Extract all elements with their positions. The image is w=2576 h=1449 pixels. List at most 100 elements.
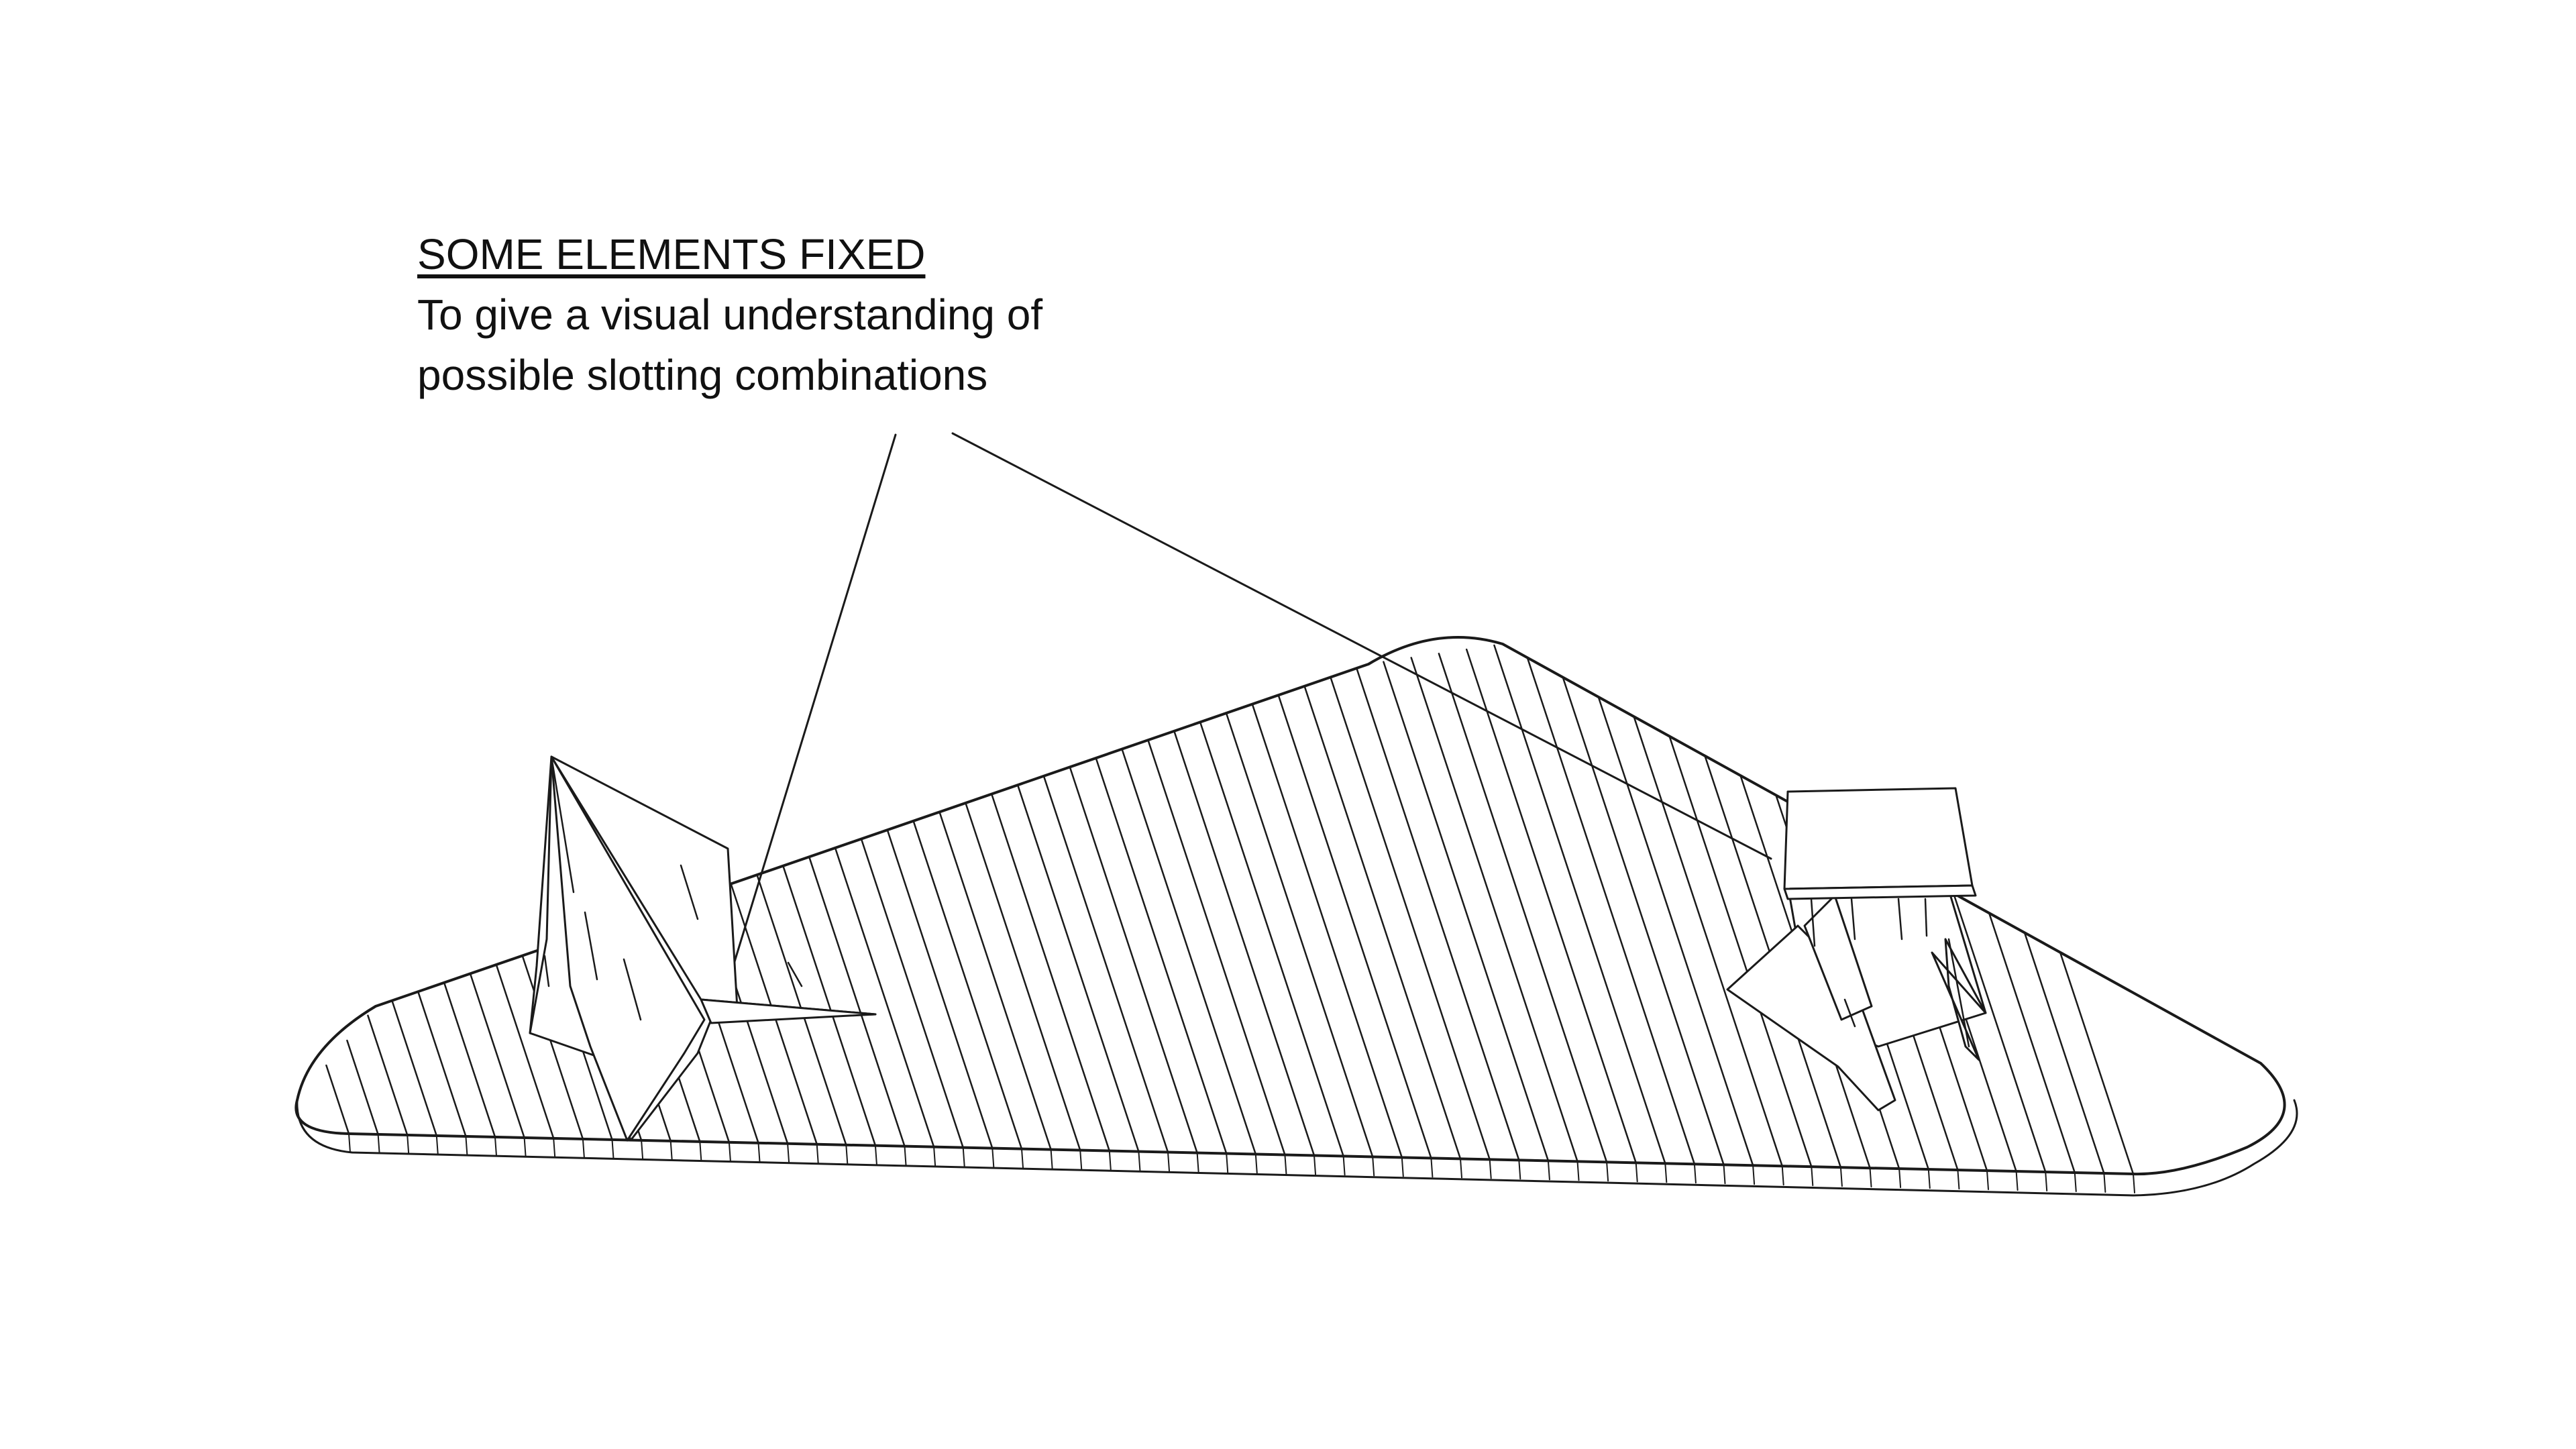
platform-slat	[886, 828, 994, 1149]
platform-slat	[521, 955, 584, 1140]
platform-edge-tick	[1986, 1170, 1989, 1191]
platform-edge-tick	[2074, 1172, 2077, 1192]
platform-edge-tick	[1518, 1159, 1521, 1180]
platform-edge-tick	[845, 1144, 849, 1165]
platform-edge-tick	[2015, 1171, 2019, 1191]
platform-edge-tick	[2103, 1173, 2106, 1193]
platform-edge-ticks	[348, 1133, 2135, 1193]
platform-slat	[325, 1064, 350, 1135]
platform-slat	[1303, 685, 1462, 1160]
platform-outline	[294, 636, 2286, 1176]
platform-slat	[495, 963, 555, 1140]
platform-edge-tick	[728, 1141, 731, 1162]
platform-edge-tick	[582, 1138, 585, 1159]
platform-edge-tick	[1313, 1155, 1316, 1175]
platform-slat	[2023, 932, 2105, 1175]
platform-slat	[367, 1014, 409, 1136]
platform-slat	[938, 811, 1052, 1150]
left-slot-4	[680, 864, 699, 920]
platform-edge-tick	[1781, 1165, 1784, 1186]
right-slot-2	[1850, 898, 1856, 941]
right-leg-mid	[1803, 894, 1873, 1021]
platform-slat	[1277, 694, 1432, 1159]
platform-edge-tick	[465, 1135, 468, 1156]
platform-edge-tick	[1635, 1162, 1638, 1183]
platform-edge-tick	[1723, 1164, 1726, 1185]
left-fin-center	[550, 755, 706, 1142]
fixed-element-right	[1726, 787, 1987, 1112]
right-slot-5	[1947, 938, 1970, 1048]
platform-slat	[1410, 657, 1578, 1163]
platform-slat	[1121, 748, 1257, 1155]
platform-edge-tick	[435, 1135, 439, 1155]
platform-slat	[1042, 775, 1169, 1153]
platform-slat	[1383, 661, 1550, 1162]
annotation-text-block: SOME ELEMENTS FIXED To give a visual und…	[417, 224, 1042, 405]
platform-edge-tick	[1108, 1150, 1112, 1171]
platform-edge-tick	[1342, 1155, 1346, 1176]
platform-edge-tick	[1254, 1153, 1258, 1174]
platform-edge-tick	[1957, 1169, 1960, 1190]
platform-slat	[1251, 703, 1403, 1159]
platform-slat	[1173, 730, 1316, 1157]
annotation-line-1: To give a visual understanding of	[417, 290, 1043, 339]
annotation-line-2: possible slotting combinations	[417, 351, 988, 399]
left-slot-3	[623, 958, 642, 1021]
platform-edge-tick	[699, 1140, 702, 1161]
platform-edge-tick	[1430, 1157, 1434, 1178]
platform-slat	[1199, 721, 1344, 1157]
platform-slat	[346, 1039, 379, 1136]
platform-edge-tick	[1050, 1148, 1053, 1169]
right-slot-3	[1897, 898, 1903, 941]
platform-edge-tick	[1138, 1150, 1141, 1171]
right-leg-side	[1931, 938, 1987, 1061]
platform-edge-tick	[904, 1145, 907, 1166]
left-slot-2	[584, 911, 598, 981]
platform-slat	[990, 793, 1111, 1152]
platform-edge-tick	[1664, 1163, 1668, 1183]
platform-slat	[2059, 951, 2135, 1175]
platform-slat	[1069, 766, 1198, 1154]
platform-slat	[1356, 667, 1520, 1161]
platform-edge-tick	[1547, 1160, 1550, 1181]
platform-edge-tick	[1079, 1149, 1083, 1170]
platform-edge-tick	[1021, 1148, 1024, 1169]
platform-edge-tick	[377, 1134, 380, 1154]
platform-edge-tick	[757, 1142, 761, 1163]
platform-slat	[1147, 739, 1286, 1156]
platform-edge-tick	[1372, 1156, 1375, 1177]
platform-edge-tick	[1839, 1167, 1843, 1187]
platform-edge-tick	[523, 1136, 527, 1157]
platform-slat	[965, 802, 1081, 1151]
platform-edge-tick	[1927, 1169, 1931, 1189]
platform-edge-tick	[933, 1146, 936, 1167]
platform-edge-tick	[553, 1137, 556, 1158]
platform-edge-tick	[407, 1134, 410, 1155]
platform-edge-tick	[816, 1143, 819, 1164]
platform-edge-tick	[1226, 1152, 1229, 1173]
leader-line-left	[732, 433, 897, 967]
platform-edge-tick	[1489, 1159, 1492, 1179]
platform-edge-tick	[1693, 1163, 1697, 1184]
left-fin-side	[700, 998, 877, 1024]
platform-edge-tick	[669, 1140, 673, 1161]
platform-edge-tick	[611, 1138, 614, 1159]
platform-edge-tick	[1898, 1168, 1902, 1189]
platform-edge-tick	[1752, 1165, 1756, 1185]
right-slot-1	[1810, 898, 1816, 947]
platform-slat	[1493, 644, 1666, 1165]
platform-edge-tick	[1606, 1161, 1609, 1182]
platform-slat	[1526, 657, 1696, 1165]
platform-slat	[912, 820, 1023, 1150]
platform-edge-tick	[787, 1142, 790, 1163]
fixed-element-left	[529, 755, 877, 1142]
left-slot-6	[543, 955, 550, 987]
right-slot-6	[1843, 998, 1856, 1028]
leader-lines	[732, 432, 1772, 967]
left-slot-5	[787, 961, 803, 987]
platform-edge-tick	[874, 1144, 877, 1165]
platform-slat	[782, 865, 877, 1146]
platform-slat	[1952, 892, 2047, 1173]
platform-edge-tick	[348, 1133, 351, 1153]
